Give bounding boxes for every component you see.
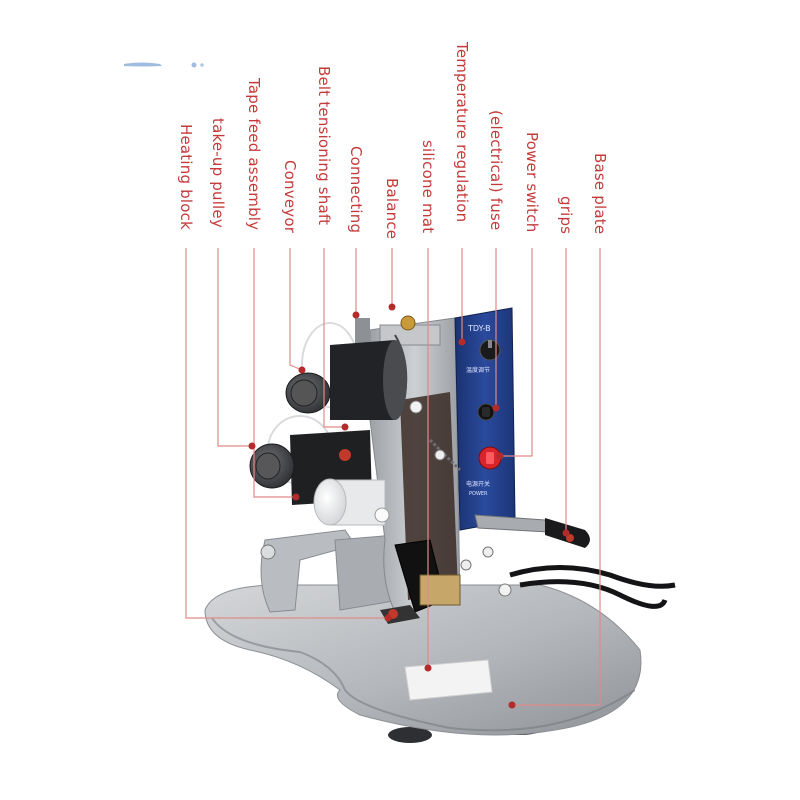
conveyor-roller xyxy=(313,478,390,526)
panel-power-caption: 电源开关 xyxy=(466,480,490,488)
label-conveyor: Conveyor xyxy=(281,160,299,234)
label-temperature-regulation: Temperature regulation xyxy=(453,42,471,223)
label-belt-tensioning-shaft: Belt tensioning shaft xyxy=(315,66,333,226)
control-panel: TDY-B 温度调节 电源开关 POWER xyxy=(454,307,516,531)
label-balance: Balance xyxy=(383,178,401,240)
label-heating-block: Heating block xyxy=(177,124,195,230)
springs xyxy=(409,400,512,597)
label-electrical-fuse: (electrical) fuse xyxy=(487,110,505,231)
label-power-switch: Power switch xyxy=(523,132,541,233)
label-tape-feed-assembly: Tape feed assembly xyxy=(245,78,263,231)
operating-handle xyxy=(474,514,590,548)
label-base-plate: Base plate xyxy=(591,153,609,235)
label-silicone-mat: silicone mat xyxy=(419,140,437,234)
label-take-up-pulley: take-up pulley xyxy=(209,118,227,228)
label-connecting: Connecting xyxy=(347,146,365,234)
panel-power-en: POWER xyxy=(469,491,488,497)
panel-model: TDY-B xyxy=(467,324,491,333)
panel-temp-caption: 温度调节 xyxy=(466,366,490,374)
heating-block-shape xyxy=(380,539,461,624)
label-grips: grips xyxy=(557,196,575,235)
brand-mark xyxy=(124,62,204,68)
